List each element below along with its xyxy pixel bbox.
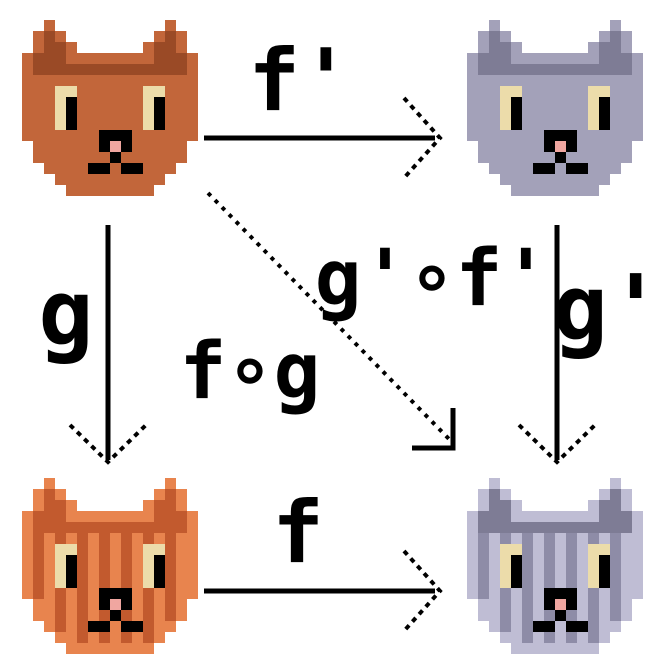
bottom-arrow — [204, 549, 443, 633]
top-arrow-label: f' — [248, 31, 352, 131]
diagonal-lower-label: f∘g — [180, 327, 321, 417]
right-arrow-label: g' — [553, 255, 646, 362]
top-right-cat-icon — [467, 20, 643, 196]
top-left-cat-icon — [22, 20, 198, 196]
left-arrow — [68, 225, 148, 465]
bottom-right-cat-icon — [467, 478, 643, 654]
bottom-arrow-label: f — [272, 483, 324, 583]
diagonal-upper-label: g'∘f' — [315, 234, 550, 324]
diagonal-arrow — [206, 191, 456, 451]
top-arrow — [204, 96, 443, 180]
bottom-left-cat-icon — [22, 478, 198, 654]
right-arrow — [517, 225, 597, 465]
left-arrow-label: g — [38, 260, 93, 367]
